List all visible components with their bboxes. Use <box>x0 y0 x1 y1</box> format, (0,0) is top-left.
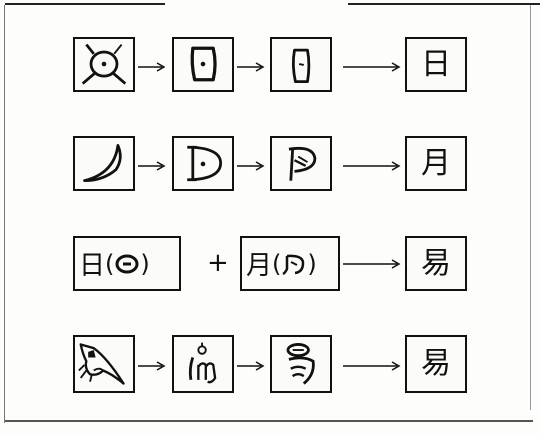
sun-bronze-icon <box>174 39 232 90</box>
moon-combo-box: 月 ( ) <box>240 236 340 291</box>
sun-character: 日 <box>79 245 105 282</box>
moon-pictograph-box <box>73 136 135 191</box>
close-paren: ) <box>140 250 149 278</box>
moon-seal-box <box>270 136 332 191</box>
moon-character: 月 <box>246 245 272 282</box>
result-character: 易 <box>421 349 451 379</box>
sun-pictograph-icon <box>75 39 133 90</box>
frame-top-left <box>5 3 165 5</box>
bird-seal-icon <box>272 337 330 391</box>
result-box: 易 <box>405 236 467 291</box>
long-arrow-right <box>342 158 402 172</box>
frame-bottom <box>5 420 533 422</box>
arrow-right <box>137 158 167 172</box>
open-paren: ( <box>272 250 281 278</box>
long-arrow-right <box>342 256 402 270</box>
sun-bronze-box <box>172 37 234 92</box>
moon-bronze-icon <box>174 138 232 189</box>
frame-right <box>530 5 531 410</box>
bird-pictograph-icon <box>75 337 133 391</box>
moon-seal-icon <box>272 138 330 189</box>
moon-pictograph-icon <box>75 138 133 189</box>
bird-bronze-icon <box>174 337 232 391</box>
frame-top-right <box>348 3 540 5</box>
sun-seal-box <box>270 37 332 92</box>
sun-pictograph-box <box>73 37 135 92</box>
long-arrow-right <box>342 59 402 73</box>
result-character: 月 <box>421 149 451 179</box>
arrow-right <box>236 158 266 172</box>
frame-left <box>4 5 5 423</box>
moon-bronze-box <box>172 136 234 191</box>
sun-seal-icon <box>272 39 330 90</box>
result-character: 易 <box>421 249 451 279</box>
result-box: 月 <box>405 136 467 191</box>
open-paren: ( <box>105 250 114 278</box>
result-box: 日 <box>405 37 467 92</box>
arrow-right <box>236 59 266 73</box>
long-arrow-right <box>342 358 402 372</box>
moon-seal-small-icon <box>281 253 307 275</box>
sun-combo-box: 日 ( ) <box>73 236 181 291</box>
close-paren: ) <box>307 250 316 278</box>
plus-operator: + <box>207 250 229 276</box>
bird-seal-box <box>270 335 332 393</box>
arrow-right <box>137 358 167 372</box>
bird-bronze-box <box>172 335 234 393</box>
bird-pictograph-box <box>73 335 135 393</box>
sun-seal-small-icon <box>114 253 140 275</box>
result-box: 易 <box>405 335 467 393</box>
result-character: 日 <box>421 50 451 80</box>
arrow-right <box>236 358 266 372</box>
arrow-right <box>137 59 167 73</box>
